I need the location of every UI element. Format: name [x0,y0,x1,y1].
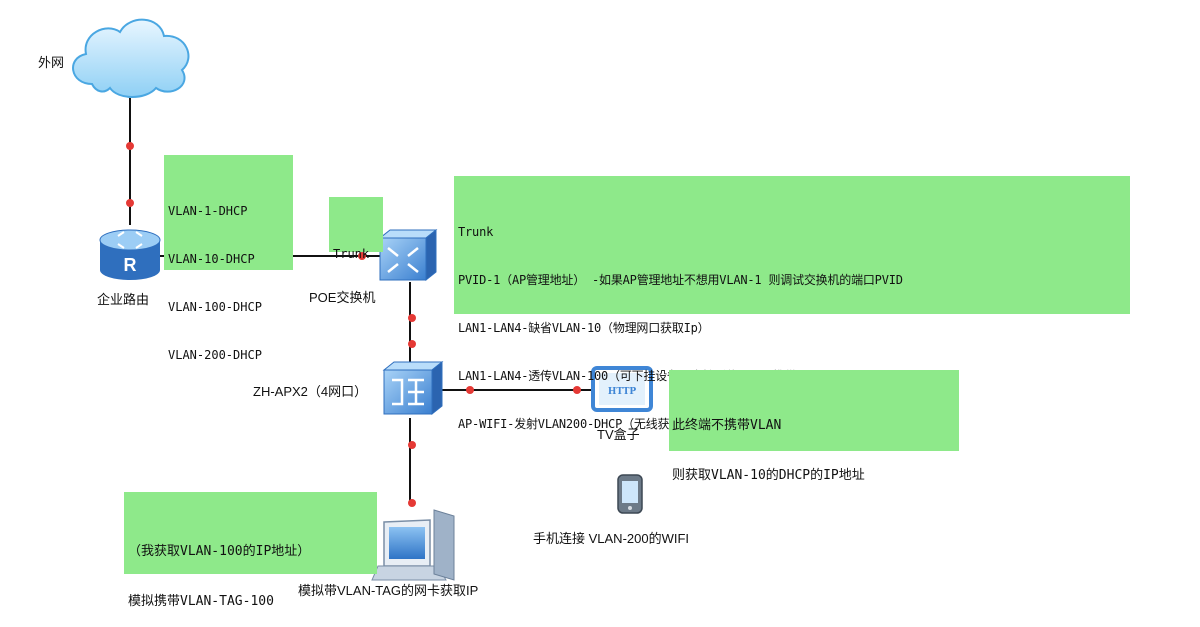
tv-box-icon: HTTP [591,366,653,412]
link-dot [408,441,416,449]
link-dot [408,499,416,507]
cloud-icon [72,18,190,98]
router-vlan-line: VLAN-200-DHCP [168,348,262,362]
trunk-note: Trunk [329,197,383,261]
ap-label: ZH-APX2（4网口） [253,384,368,399]
pc-note: （我获取VLAN-100的IP地址） 模拟携带VLAN-TAG-100 [124,492,377,609]
trunk-label: Trunk [333,247,370,261]
tv-note-line: 此终端不携带VLAN [672,418,782,433]
link-dot [126,142,134,150]
tv-note-line: 则获取VLAN-10的DHCP的IP地址 [672,468,865,483]
router-icon: R [99,229,161,280]
trunk-config-line: Trunk [458,225,494,239]
trunk-config-line: PVID-1（AP管理地址） -如果AP管理地址不想用VLAN-1 则调试交换机… [458,273,903,287]
pc-note-line: （我获取VLAN-100的IP地址） [128,544,311,559]
pc-note-line: 模拟携带VLAN-TAG-100 [128,594,274,609]
trunk-config-note: Trunk PVID-1（AP管理地址） -如果AP管理地址不想用VLAN-1 … [454,176,1130,431]
access-point-icon [382,360,444,416]
tv-box-label: TV盒子 [597,427,640,442]
router-vlan-line: VLAN-10-DHCP [168,252,255,266]
router-label: 企业路由 [97,292,150,307]
link-dot [408,314,416,322]
link-dot [408,340,416,348]
router-vlan-note: VLAN-1-DHCP VLAN-10-DHCP VLAN-100-DHCP V… [164,155,293,362]
phone-icon [617,474,643,514]
link-dots [126,142,581,507]
trunk-config-line: LAN1-LAN4-缺省VLAN-10（物理网口获取Ip） [458,321,710,335]
pc-icon [371,509,455,581]
http-badge: HTTP [608,387,637,397]
link-dot [126,199,134,207]
pc-label: 模拟带VLAN-TAG的网卡获取IP [298,583,479,598]
link-dot [358,252,366,260]
router-vlan-line: VLAN-100-DHCP [168,300,262,314]
switch-label: POE交换机 [309,290,376,305]
link-dot [466,386,474,394]
trunk-config-line: AP-WIFI-发射VLAN200-DHCP（无线获取IP上网） [458,417,731,431]
phone-label: 手机连接 VLAN-200的WIFI [533,531,690,546]
svg-text:R: R [124,255,137,275]
link-dot [573,386,581,394]
switch-icon [378,228,438,282]
router-vlan-line: VLAN-1-DHCP [168,204,248,218]
tv-note: 此终端不携带VLAN 则获取VLAN-10的DHCP的IP地址 [669,370,959,483]
internet-label: 外网 [38,55,65,70]
